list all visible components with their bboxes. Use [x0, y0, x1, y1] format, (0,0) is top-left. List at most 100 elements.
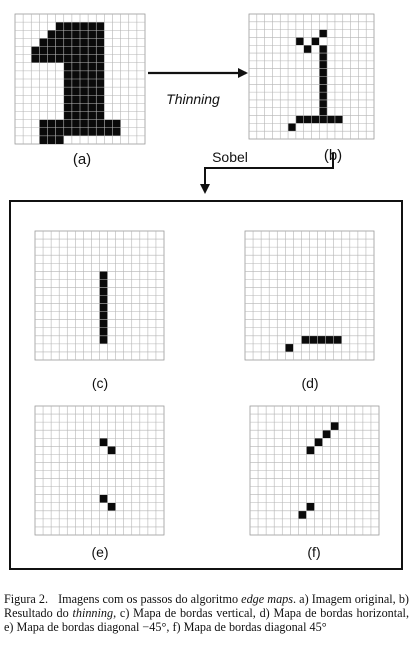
filled-pixel — [47, 30, 56, 39]
caption-italic-1: edge maps — [241, 592, 294, 606]
filled-pixel — [96, 30, 105, 39]
filled-pixel — [96, 111, 105, 120]
filled-pixel — [63, 54, 72, 63]
filled-pixel — [301, 335, 310, 344]
panel-f-label: (f) — [307, 544, 320, 560]
filled-pixel — [47, 46, 56, 55]
filled-pixel — [96, 38, 105, 47]
filled-pixel — [319, 99, 328, 108]
sobel-label: Sobel — [212, 149, 248, 165]
filled-pixel — [288, 123, 296, 132]
filled-pixel — [63, 62, 72, 71]
filled-pixel — [317, 335, 326, 344]
filled-pixel — [319, 29, 328, 38]
filled-pixel — [303, 45, 312, 54]
filled-pixel — [55, 119, 64, 128]
caption-figure-label: Figura 2. — [4, 592, 49, 606]
filled-pixel — [80, 38, 89, 47]
filled-pixel — [47, 135, 56, 145]
filled-pixel — [322, 430, 331, 439]
filled-pixel — [319, 53, 328, 61]
filled-pixel — [99, 319, 108, 328]
filled-pixel — [99, 295, 108, 304]
filled-pixel — [327, 115, 335, 124]
filled-pixel — [80, 54, 89, 63]
filled-pixel — [319, 115, 328, 124]
panel-c-label: (c) — [92, 375, 108, 391]
panel-b-thinning-result — [248, 13, 375, 140]
filled-pixel — [99, 494, 108, 503]
filled-pixel — [71, 62, 81, 71]
filled-pixel — [55, 22, 64, 31]
filled-pixel — [31, 46, 40, 55]
filled-pixel — [96, 127, 105, 136]
filled-pixel — [71, 127, 81, 136]
filled-pixel — [71, 119, 81, 128]
filled-pixel — [96, 62, 105, 71]
filled-pixel — [325, 335, 334, 344]
filled-pixel — [319, 76, 328, 85]
filled-pixel — [88, 46, 97, 55]
filled-pixel — [39, 119, 48, 128]
filled-pixel — [63, 70, 72, 80]
filled-pixel — [47, 119, 56, 128]
filled-pixel — [63, 95, 72, 104]
filled-pixel — [96, 70, 105, 80]
edge-maps-box — [9, 200, 403, 570]
filled-pixel — [88, 111, 97, 120]
filled-pixel — [80, 87, 89, 96]
filled-pixel — [88, 62, 97, 71]
filled-pixel — [63, 46, 72, 55]
filled-pixel — [96, 87, 105, 96]
filled-pixel — [319, 92, 328, 100]
filled-pixel — [80, 46, 89, 55]
filled-pixel — [63, 111, 72, 120]
filled-pixel — [311, 115, 320, 124]
filled-pixel — [319, 107, 328, 116]
filled-pixel — [71, 30, 81, 39]
filled-pixel — [55, 127, 64, 136]
filled-pixel — [47, 38, 56, 47]
filled-pixel — [96, 79, 105, 88]
filled-pixel — [99, 327, 108, 336]
filled-pixel — [96, 103, 105, 112]
filled-pixel — [55, 30, 64, 39]
filled-pixel — [71, 95, 81, 104]
panel-a-label: (a) — [73, 151, 91, 168]
filled-pixel — [71, 103, 81, 112]
filled-pixel — [88, 30, 97, 39]
filled-pixel — [88, 103, 97, 112]
filled-pixel — [306, 502, 315, 511]
panel-d-label: (d) — [301, 375, 318, 391]
filled-pixel — [309, 335, 318, 344]
filled-pixel — [285, 343, 294, 352]
filled-pixel — [80, 95, 89, 104]
filled-pixel — [99, 303, 108, 312]
filled-pixel — [63, 79, 72, 88]
filled-pixel — [99, 271, 108, 280]
sobel-arrow — [200, 153, 334, 194]
filled-pixel — [63, 38, 72, 47]
filled-pixel — [96, 119, 105, 128]
filled-pixel — [88, 54, 97, 63]
caption-text-3: , c) Mapa de bordas vertical, d) Mapa de… — [4, 606, 409, 634]
filled-pixel — [99, 287, 108, 296]
filled-pixel — [80, 70, 89, 80]
filled-pixel — [96, 22, 105, 31]
filled-pixel — [88, 22, 97, 31]
filled-pixel — [99, 311, 108, 320]
filled-pixel — [298, 510, 307, 519]
filled-pixel — [63, 103, 72, 112]
filled-pixel — [55, 135, 64, 145]
filled-pixel — [107, 502, 116, 511]
filled-pixel — [112, 127, 121, 136]
filled-pixel — [88, 70, 97, 80]
filled-pixel — [39, 127, 48, 136]
filled-pixel — [88, 38, 97, 47]
caption-text-1: Imagens com os passos do algoritmo — [58, 592, 242, 606]
filled-pixel — [80, 103, 89, 112]
thinning-label: Thinning — [166, 91, 220, 107]
filled-pixel — [88, 87, 97, 96]
filled-pixel — [96, 46, 105, 55]
